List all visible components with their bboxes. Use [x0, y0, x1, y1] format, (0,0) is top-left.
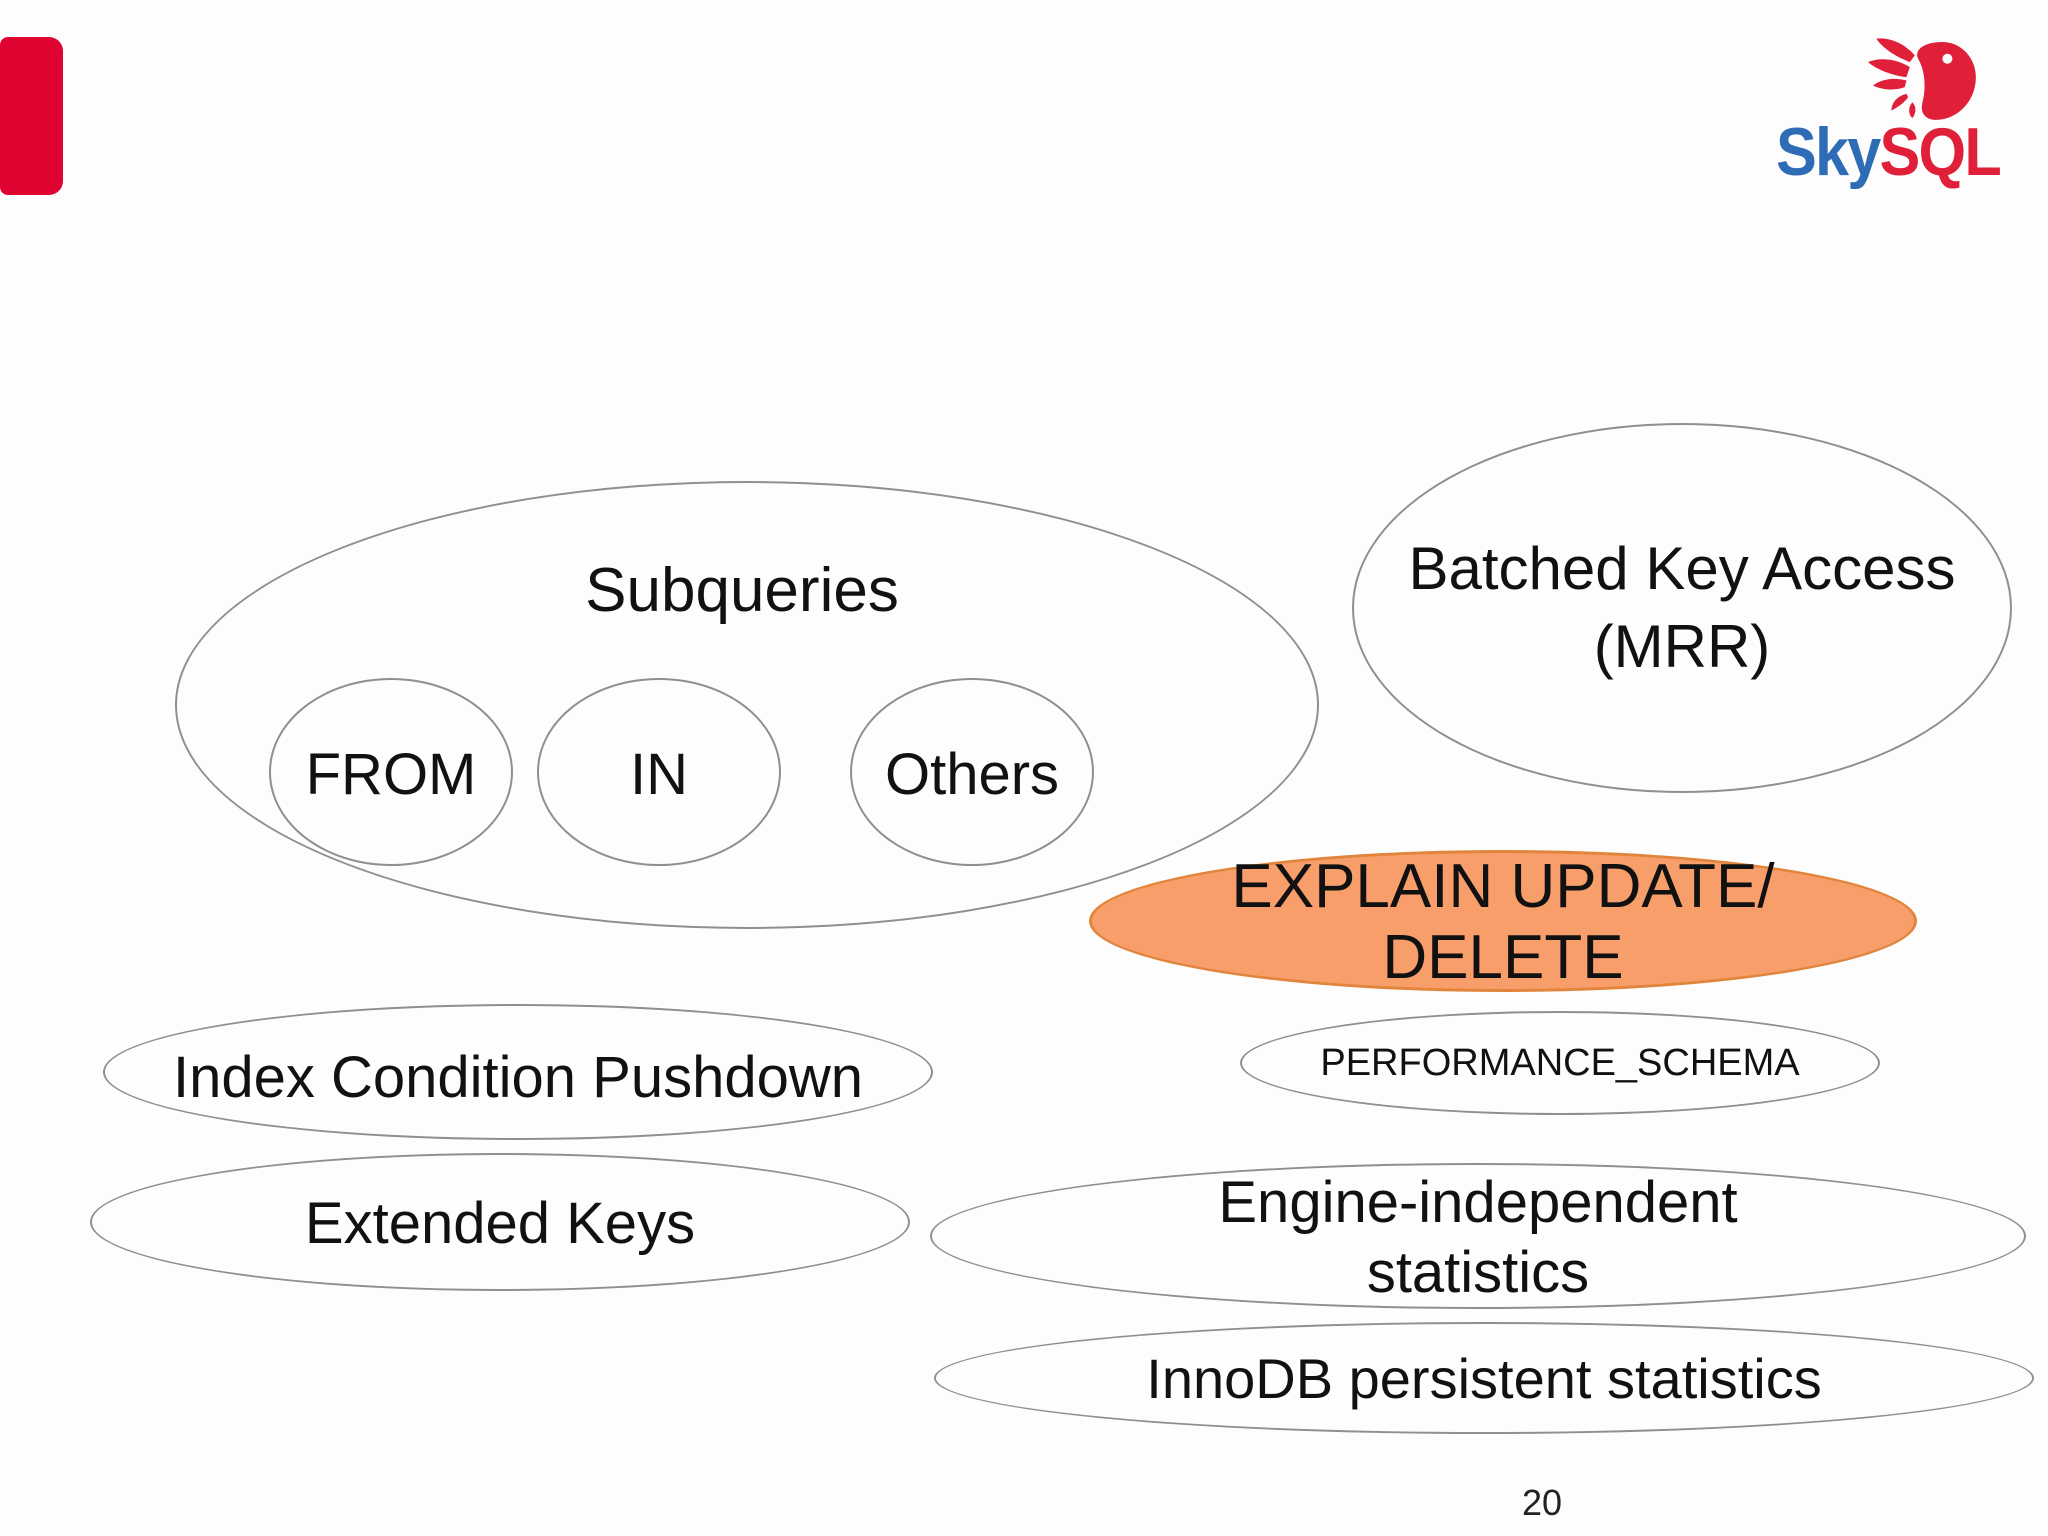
ellipse-from-subquery — [269, 678, 513, 866]
ellipse-explain-update-delete — [1089, 850, 1917, 992]
skysql-logo: SkySQL — [1770, 25, 2045, 195]
ellipse-in-subquery — [537, 678, 781, 866]
label-extended-keys: Extended Keys — [304, 1190, 696, 1256]
label-index-condition-pushdown: Index Condition Pushdown — [172, 1044, 864, 1110]
label-others-subquery: Others — [884, 741, 1060, 807]
label-explain-line1: EXPLAIN UPDATE/ — [1231, 852, 1775, 921]
logo-text: SkySQL — [1776, 113, 2010, 191]
logo-text-sql: SQL — [1879, 114, 2002, 190]
ellipse-performance-schema — [1240, 1011, 1880, 1115]
ellipse-batched-key-access — [1352, 423, 2012, 793]
page-number: 20 — [1521, 1482, 1563, 1523]
label-explain-update-delete: EXPLAIN UPDATE/ DELETE — [1103, 848, 1903, 996]
ellipse-extended-keys — [90, 1153, 910, 1291]
ellipse-index-condition-pushdown — [103, 1004, 933, 1140]
logo-text-sky: Sky — [1776, 114, 1881, 190]
ellipse-subqueries — [175, 481, 1319, 929]
label-bka-line1: Batched Key Access — [1408, 535, 1956, 602]
label-engine-independent-statistics: Engine-independent statistics — [1078, 1166, 1878, 1310]
label-from-subquery: FROM — [305, 741, 477, 807]
label-bka-line2: (MRR) — [1593, 613, 1771, 680]
ellipse-innodb-persistent-statistics — [934, 1322, 2034, 1434]
label-subqueries: Subqueries — [585, 555, 899, 625]
label-batched-key-access: Batched Key Access (MRR) — [1372, 528, 1992, 688]
accent-bar — [0, 37, 63, 195]
ellipse-others-subquery — [850, 678, 1094, 866]
label-explain-line2: DELETE — [1382, 923, 1624, 992]
label-engine-line2: statistics — [1366, 1240, 1590, 1305]
label-in-subquery: IN — [630, 741, 688, 807]
label-performance-schema: PERFORMANCE_SCHEMA — [1320, 1041, 1800, 1084]
label-innodb-persistent-statistics: InnoDB persistent statistics — [1146, 1346, 1822, 1410]
skysql-bird-icon — [1867, 38, 1976, 120]
label-engine-line1: Engine-independent — [1218, 1170, 1738, 1235]
ellipse-engine-independent-statistics — [930, 1163, 2026, 1309]
